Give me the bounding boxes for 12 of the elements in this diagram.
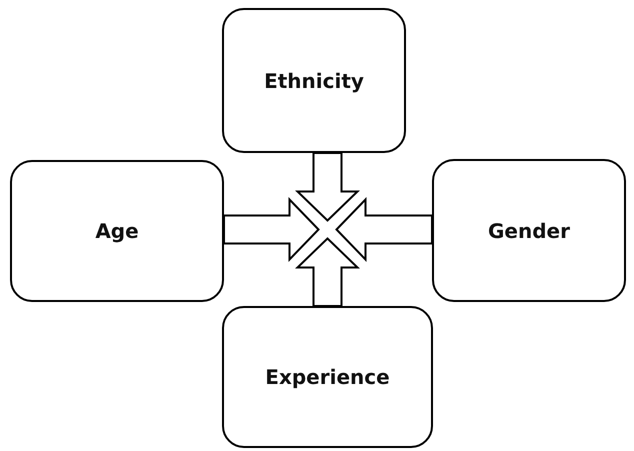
rounded-box: [222, 8, 406, 153]
block-arrow: [335, 197, 433, 262]
rounded-box: [10, 160, 224, 302]
block-arrow: [295, 237, 360, 307]
box-label: Ethnicity: [264, 68, 364, 92]
rounded-box: [222, 306, 433, 448]
box-label: Age: [95, 219, 139, 243]
block-arrow: [295, 152, 360, 222]
box-label: Experience: [265, 365, 390, 389]
rounded-box: [432, 159, 626, 302]
block-arrow: [223, 197, 320, 262]
box-label: Gender: [488, 218, 570, 242]
